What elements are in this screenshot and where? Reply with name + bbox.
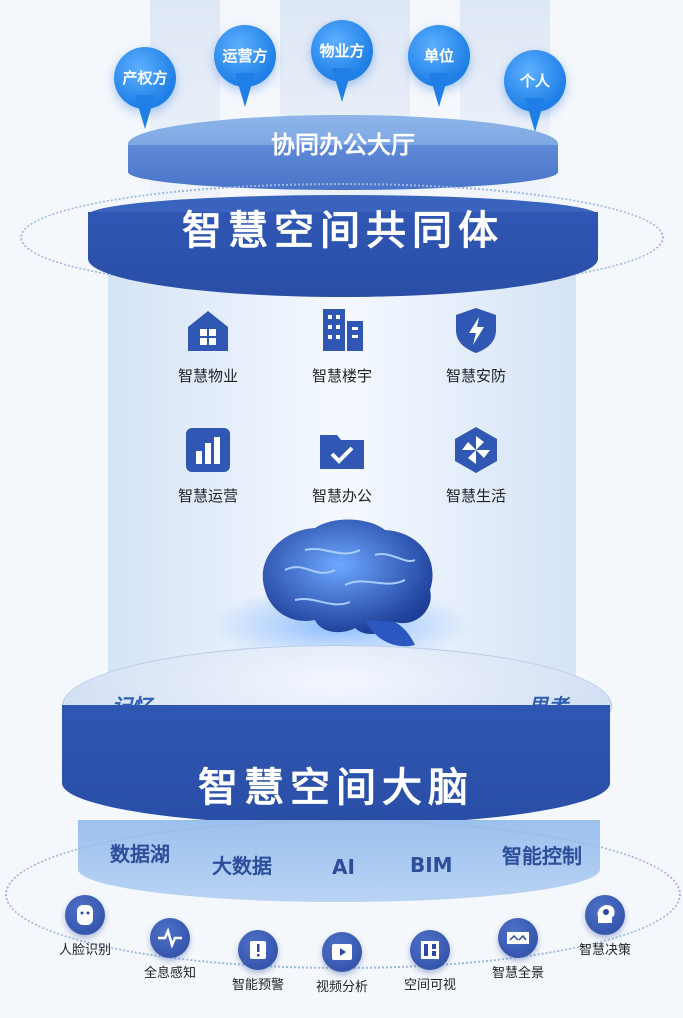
brain-platform-side [62,705,610,825]
pin-individual: 个人 [504,50,566,140]
folder-check-icon [317,425,367,475]
module-office[interactable]: 智慧办公 [282,425,402,506]
feature-label: 视频分析 [315,980,368,995]
play-icon [322,932,362,972]
module-property[interactable]: 智慧物业 [148,305,268,386]
module-label: 智慧生活 [445,487,506,505]
community-title: 智慧空间共同体 [182,208,504,254]
alert-icon [238,930,278,970]
feature-warning[interactable]: 智能预警 [213,930,303,993]
module-label: 智慧办公 [311,487,372,505]
module-building[interactable]: 智慧楼宇 [282,305,402,386]
face-icon [65,895,105,935]
panel-icon [410,930,450,970]
feature-holographic[interactable]: 全息感知 [125,918,215,981]
feature-panorama[interactable]: 智慧全景 [473,918,563,981]
feature-visualization[interactable]: 空间可视 [385,930,475,993]
feature-face[interactable]: 人脸识别 [40,895,130,958]
feature-label: 人脸识别 [58,943,111,958]
house-grid-icon [183,305,233,355]
feature-label: 智慧全景 [491,966,544,981]
building-icon [317,305,367,355]
shield-bolt-icon [451,305,501,355]
module-operations[interactable]: 智慧运营 [148,425,268,506]
brain-graphic [245,510,445,660]
panorama-icon [498,918,538,958]
module-security[interactable]: 智慧安防 [416,305,536,386]
pin-property: 物业方 [311,20,373,110]
hall-label: 协同办公大厅 [271,131,415,159]
feature-label: 全息感知 [143,966,196,981]
module-life[interactable]: 智慧生活 [416,425,536,506]
pinwheel-icon [451,425,501,475]
bar-chart-icon [183,425,233,475]
head-gear-icon [585,895,625,935]
community-disk-side [88,212,598,297]
feature-label: 智慧决策 [578,943,631,958]
feature-label: 空间可视 [403,978,456,993]
module-label: 智慧安防 [445,367,506,385]
feature-decision[interactable]: 智慧决策 [560,895,650,958]
module-label: 智慧物业 [177,367,238,385]
feature-video[interactable]: 视频分析 [297,932,387,995]
pin-owner: 产权方 [114,47,176,137]
pin-unit: 单位 [408,25,470,115]
pulse-icon [150,918,190,958]
feature-label: 智能预警 [231,978,284,993]
brain-title: 智慧空间大脑 [198,765,474,811]
module-label: 智慧运营 [177,487,238,505]
pin-operator: 运营方 [214,25,276,115]
module-label: 智慧楼宇 [311,367,372,385]
